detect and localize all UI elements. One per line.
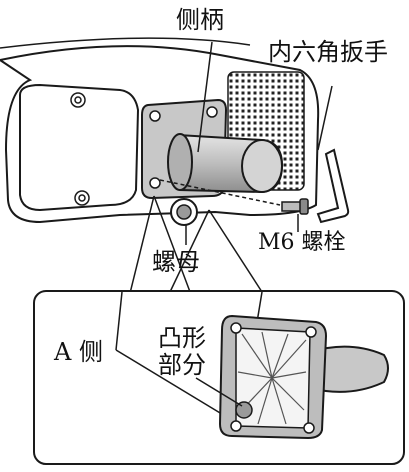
label-side-handle: 侧柄	[176, 6, 224, 34]
nut	[170, 198, 198, 226]
side-handle	[167, 133, 284, 194]
m6-bolt	[281, 198, 309, 215]
label-m6-bolt: M6 螺栓	[258, 230, 346, 255]
label-convex-part-line1: 凸形	[158, 324, 206, 352]
label-side-a: A 侧	[54, 338, 103, 366]
mount-plate-detail	[195, 314, 389, 440]
label-nut: 螺母	[152, 248, 200, 276]
hex-wrench	[316, 148, 350, 224]
label-hex-wrench: 内六角扳手	[268, 38, 388, 66]
housing-screws	[70, 92, 90, 206]
label-convex-part-line2: 部分	[158, 351, 206, 379]
